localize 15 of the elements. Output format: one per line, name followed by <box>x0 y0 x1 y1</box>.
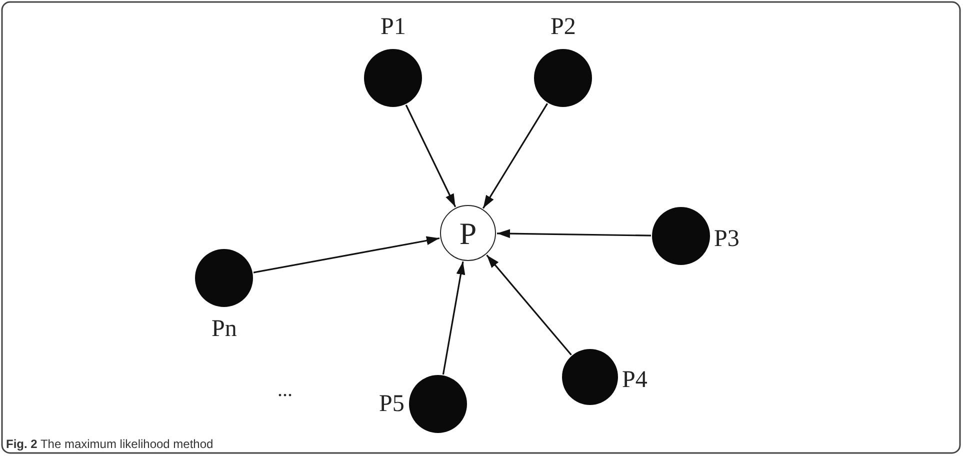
node-label: P5 <box>379 392 404 416</box>
arrow <box>486 254 572 356</box>
ellipsis-text: ... <box>278 380 292 400</box>
node-label: P1 <box>380 15 406 39</box>
arrow <box>442 261 466 375</box>
arrow <box>253 236 440 274</box>
arrow <box>405 104 456 208</box>
figure-caption: Fig. 2 The maximum likelihood method <box>6 437 214 451</box>
node-label: P <box>459 218 477 248</box>
arrow <box>496 229 652 238</box>
node-label: P2 <box>550 15 576 39</box>
arrow <box>482 103 548 209</box>
node-label: Pn <box>212 317 237 341</box>
node-label: P3 <box>714 227 740 251</box>
node-label: P4 <box>622 368 648 392</box>
